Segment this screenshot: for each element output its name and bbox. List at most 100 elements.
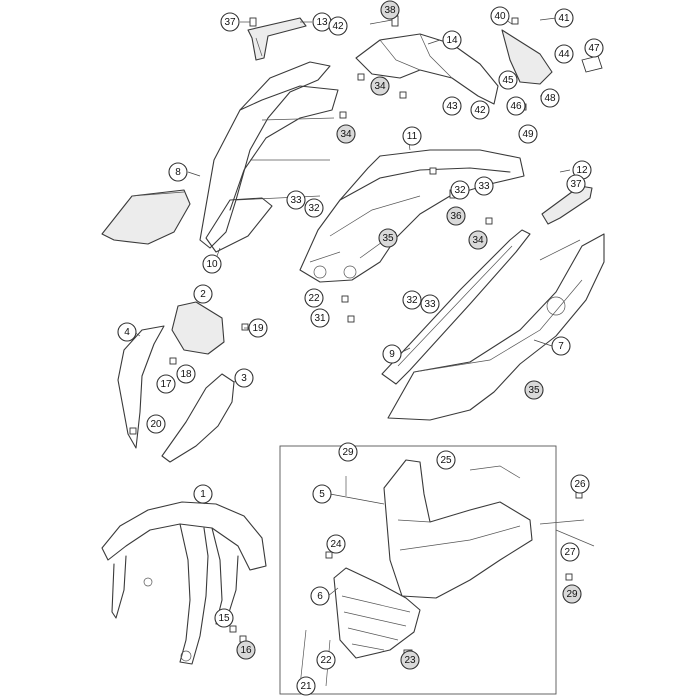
callout-circle (248, 318, 268, 338)
callout-34: 34 (336, 124, 356, 144)
callout-circle (442, 96, 462, 116)
callout-47: 47 (584, 38, 604, 58)
callout-circle (380, 0, 400, 20)
part-7-right-side-panel (387, 233, 605, 421)
callout-circle (540, 88, 560, 108)
callout-circle (518, 124, 538, 144)
callout-label: 17 (160, 379, 172, 390)
callout-circle (214, 608, 234, 628)
callout-circle (338, 442, 358, 462)
callout-1: 1 (193, 484, 213, 504)
callout-circle (382, 344, 402, 364)
callout-circle (474, 176, 494, 196)
callout-11: 11 (402, 126, 422, 146)
callout-label: 33 (290, 195, 302, 206)
callout-label: 8 (175, 167, 181, 178)
callout-46: 46 (506, 96, 526, 116)
callout-42: 42 (470, 100, 490, 120)
callout-33: 33 (474, 176, 494, 196)
callout-22: 22 (304, 288, 324, 308)
callout-circle (336, 124, 356, 144)
callout-19: 19 (248, 318, 268, 338)
callout-label: 6 (317, 591, 323, 602)
callout-circle (328, 16, 348, 36)
callout-34: 34 (468, 230, 488, 250)
callout-circle (316, 650, 336, 670)
callout-34: 34 (370, 76, 390, 96)
callout-5: 5 (312, 484, 332, 504)
callout-label: 11 (407, 131, 418, 142)
callout-circle (570, 474, 590, 494)
callout-circle (370, 76, 390, 96)
callout-circle (296, 676, 316, 696)
callout-32: 32 (450, 180, 470, 200)
callout-circle (220, 12, 240, 32)
part-3-headlight-cover-right (161, 373, 235, 463)
callout-label: 7 (558, 341, 564, 352)
callout-label: 3 (241, 373, 247, 384)
callout-label: 42 (332, 21, 344, 32)
callout-circle (560, 542, 580, 562)
callout-label: 9 (389, 349, 395, 360)
part-47-clip (581, 55, 603, 73)
callout-35: 35 (378, 228, 398, 248)
callout-41: 41 (554, 8, 574, 28)
callout-24: 24 (326, 534, 346, 554)
callout-label: 12 (576, 165, 588, 176)
callout-circle (304, 288, 324, 308)
callout-label: 27 (564, 547, 576, 558)
callout-label: 23 (404, 655, 416, 666)
callout-3: 3 (234, 368, 254, 388)
part-2-small-cover (171, 301, 225, 355)
callout-label: 35 (382, 233, 394, 244)
callout-label: 14 (446, 35, 458, 46)
callout-8: 8 (168, 162, 188, 182)
callout-label: 29 (566, 589, 578, 600)
callout-40: 40 (490, 6, 510, 26)
callout-circle (117, 322, 137, 342)
callout-label: 29 (342, 447, 354, 458)
callout-label: 34 (340, 129, 352, 140)
callout-label: 1 (200, 489, 206, 500)
callout-label: 34 (374, 81, 386, 92)
callout-label: 42 (474, 105, 486, 116)
callout-label: 20 (150, 419, 162, 430)
callout-44: 44 (554, 44, 574, 64)
callout-label: 21 (300, 681, 312, 692)
part-11-frame-cover (299, 149, 525, 283)
callout-label: 45 (502, 75, 514, 86)
callout-label: 44 (558, 49, 570, 60)
callout-circle (176, 364, 196, 384)
callout-45: 45 (498, 70, 518, 90)
callout-circle (193, 284, 213, 304)
callout-circle (400, 650, 420, 670)
callout-label: 19 (252, 323, 264, 334)
callout-2: 2 (193, 284, 213, 304)
callout-circle (468, 230, 488, 250)
callout-48: 48 (540, 88, 560, 108)
callout-label: 33 (478, 181, 490, 192)
callout-7: 7 (551, 336, 571, 356)
callout-label: 43 (446, 101, 458, 112)
callout-20: 20 (146, 414, 166, 434)
callout-16: 16 (236, 640, 256, 660)
callout-label: 46 (510, 101, 522, 112)
callout-32: 32 (402, 290, 422, 310)
part-14-mask-bracket (355, 33, 499, 105)
callout-label: 38 (384, 5, 396, 16)
callout-label: 25 (440, 455, 452, 466)
callout-label: 13 (316, 17, 328, 28)
callout-circle (304, 198, 324, 218)
callout-circle (234, 368, 254, 388)
callout-26: 26 (570, 474, 590, 494)
callout-label: 4 (124, 327, 130, 338)
callout-label: 22 (320, 655, 332, 666)
callout-circle (584, 38, 604, 58)
callout-circle (236, 640, 256, 660)
callout-6: 6 (310, 586, 330, 606)
callout-label: 2 (200, 289, 206, 300)
callout-label: 41 (558, 13, 570, 24)
callout-label: 24 (330, 539, 342, 550)
callout-label: 40 (494, 11, 506, 22)
